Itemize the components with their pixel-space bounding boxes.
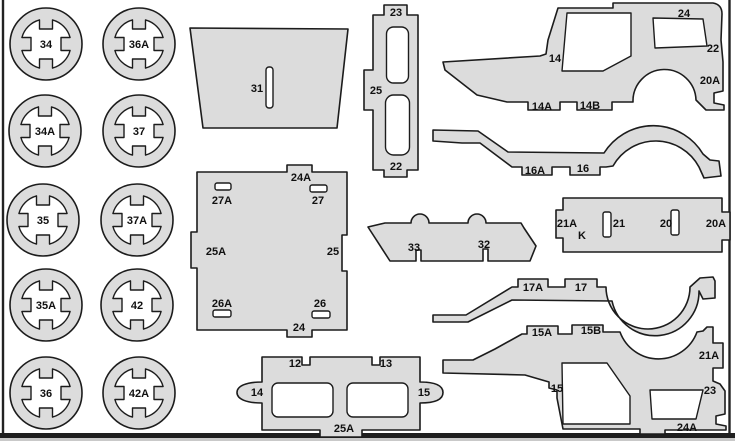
part-label: 20 xyxy=(660,218,672,230)
part-label: 20A xyxy=(700,75,720,87)
part-label: 16A xyxy=(525,165,545,177)
part-label: 20A xyxy=(706,218,726,230)
grille-window-bottom xyxy=(384,94,411,156)
part-label: 16 xyxy=(577,163,589,175)
part-label: 14 xyxy=(549,53,562,65)
part-label: 23 xyxy=(390,7,402,19)
door-window-cutout-a xyxy=(561,12,632,72)
wheel-part-7: 35A xyxy=(9,268,83,342)
part-label: 22 xyxy=(390,161,402,173)
hull-brace-shape xyxy=(367,213,537,262)
door-window-cutout-b xyxy=(561,362,631,425)
wheel-part-1: 34 xyxy=(9,7,83,81)
crossmember-shape xyxy=(555,197,731,253)
part-label: 27 xyxy=(312,195,324,207)
part-label: 15A xyxy=(532,327,552,339)
part-label: 25A xyxy=(334,423,354,435)
body-side-panel-b: 15A 15B 21A 15 23 24A xyxy=(442,324,727,435)
wheel-part-3: 34A xyxy=(8,94,82,168)
crossmember-slot-b xyxy=(670,209,680,236)
part-label: 25 xyxy=(327,246,339,258)
part-label: 33 xyxy=(408,242,420,254)
part-label: 15B xyxy=(581,325,601,337)
part-label: 14B xyxy=(580,100,600,112)
fender-rocker-b-shape xyxy=(432,276,716,337)
floor-slot-bl xyxy=(212,309,232,318)
body-side-panel-a: 14 24 22 20A 14A 14B xyxy=(442,2,725,113)
windshield-slot xyxy=(265,66,274,109)
wheel-label: 35A xyxy=(36,300,56,312)
tailgate-window-right xyxy=(346,382,409,418)
floor-slot-tr xyxy=(309,184,328,193)
part-label: 24A xyxy=(677,422,697,434)
part-label: 12 xyxy=(289,358,301,370)
windshield-panel: 31 xyxy=(189,27,349,129)
floor-slot-tl xyxy=(214,182,232,191)
hull-brace: 33 32 xyxy=(367,213,537,262)
wheel-label: 34A xyxy=(35,126,55,138)
grille-window-top xyxy=(385,26,410,84)
floor-panel-shape xyxy=(190,164,348,338)
part-label: 22 xyxy=(707,43,719,55)
sheet-edge-bottom xyxy=(0,433,735,438)
part-label: 21A xyxy=(699,350,719,362)
part-label: 23 xyxy=(704,385,716,397)
floor-slot-br xyxy=(311,310,331,319)
part-label: 26 xyxy=(314,298,326,310)
part-label: 17A xyxy=(523,282,543,294)
fender-rocker-b: 17A 17 xyxy=(432,276,716,337)
wheel-label: 42A xyxy=(129,388,149,400)
rear-window-cutout-a xyxy=(652,17,708,49)
tailgate-panel: 12 13 14 15 25A xyxy=(236,356,444,438)
wheel-label: 42 xyxy=(131,300,143,312)
wheel-part-5: 35 xyxy=(6,183,80,257)
wheel-part-9: 36 xyxy=(9,356,83,430)
wheel-part-2: 36A xyxy=(102,7,176,81)
tailgate-window-left xyxy=(271,382,334,418)
part-label: K xyxy=(578,230,586,242)
wheel-label: 37A xyxy=(127,215,147,227)
part-label: 25A xyxy=(206,246,226,258)
wheel-label: 34 xyxy=(40,39,53,51)
part-label: 31 xyxy=(251,83,263,95)
part-label: 14 xyxy=(251,387,264,399)
wheel-part-4: 37 xyxy=(102,94,176,168)
wheel-label: 37 xyxy=(133,126,145,138)
crossmember-bar: 21A K 21 20 20A xyxy=(555,197,731,253)
fender-rocker-a: 16A 16 xyxy=(432,124,722,179)
part-label: 27A xyxy=(212,195,232,207)
part-label: 24 xyxy=(678,8,691,20)
floor-panel: 24A 27A 27 25A 25 26A 26 24 xyxy=(190,164,348,338)
grille-panel: 23 25 22 xyxy=(363,4,419,178)
part-label: 32 xyxy=(478,239,490,251)
wheel-label: 36 xyxy=(40,388,52,400)
part-label: 13 xyxy=(380,358,392,370)
part-label: 15 xyxy=(551,383,563,395)
part-label: 24 xyxy=(293,322,306,334)
part-label: 24A xyxy=(291,172,311,184)
wheel-label: 36A xyxy=(129,39,149,51)
sheet-edge-bottom-shadow xyxy=(0,438,735,441)
crossmember-slot-a xyxy=(602,211,612,238)
part-label: 15 xyxy=(418,387,430,399)
part-label: 14A xyxy=(532,101,552,113)
part-label: 25 xyxy=(370,85,382,97)
part-label: 21 xyxy=(613,218,625,230)
part-label: 21A xyxy=(557,218,577,230)
wheel-part-8: 42 xyxy=(100,268,174,342)
fender-rocker-a-shape xyxy=(432,124,722,179)
part-label: 26A xyxy=(212,298,232,310)
wheel-part-6: 37A xyxy=(100,183,174,257)
wheel-part-10: 42A xyxy=(102,356,176,430)
rear-window-cutout-b xyxy=(649,389,704,420)
wheel-label: 35 xyxy=(37,215,49,227)
part-label: 17 xyxy=(575,282,587,294)
